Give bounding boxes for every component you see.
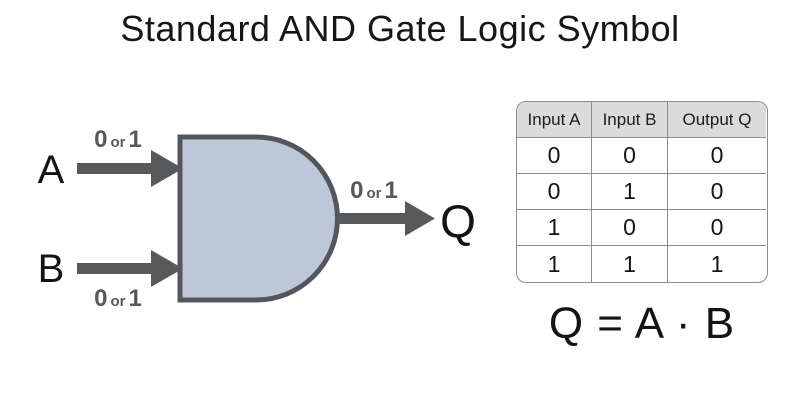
hint-or: or [366,185,382,202]
hint-one: 1 [384,177,398,204]
input-a-label: A [37,148,65,192]
table-cell: 0 [668,210,766,246]
hint-or: or [110,134,126,151]
table-cell: 0 [517,138,592,174]
table-cell: 0 [517,174,592,210]
truth-table: Input A Input B Output Q 0 0 0 0 1 0 1 0… [516,101,768,283]
table-cell: 1 [517,246,592,282]
output-arrow [338,201,435,236]
table-cell: 0 [668,174,766,210]
hint-zero: 0 [94,126,108,153]
table-cell: 0 [668,138,766,174]
table-cell: 1 [517,210,592,246]
table-cell: 0 [592,210,668,246]
hint-one: 1 [128,285,142,312]
table-cell: 1 [710,250,724,277]
hint-one: 1 [128,126,142,153]
table-cell: 0 [592,138,668,174]
table-header-cell: Input B [592,102,668,138]
table-cell: 1 [592,174,668,210]
hint-zero: 0 [94,285,108,312]
hint-or: or [110,293,126,310]
hint-zero: 0 [350,177,364,204]
input-b-arrow [77,250,183,287]
table-cell: 1 [592,246,668,282]
table-header-cell: Input A [517,102,592,138]
input-a-arrow [77,150,183,187]
input-b-label: B [37,247,65,291]
table-header-cell: Output Q [668,102,766,138]
boolean-equation: Q = A · B [548,299,736,348]
and-gate-diagram [77,134,435,303]
and-gate-symbol [177,134,340,303]
page-title: Standard AND Gate Logic Symbol [120,8,680,49]
output-q-label: Q [440,195,476,247]
